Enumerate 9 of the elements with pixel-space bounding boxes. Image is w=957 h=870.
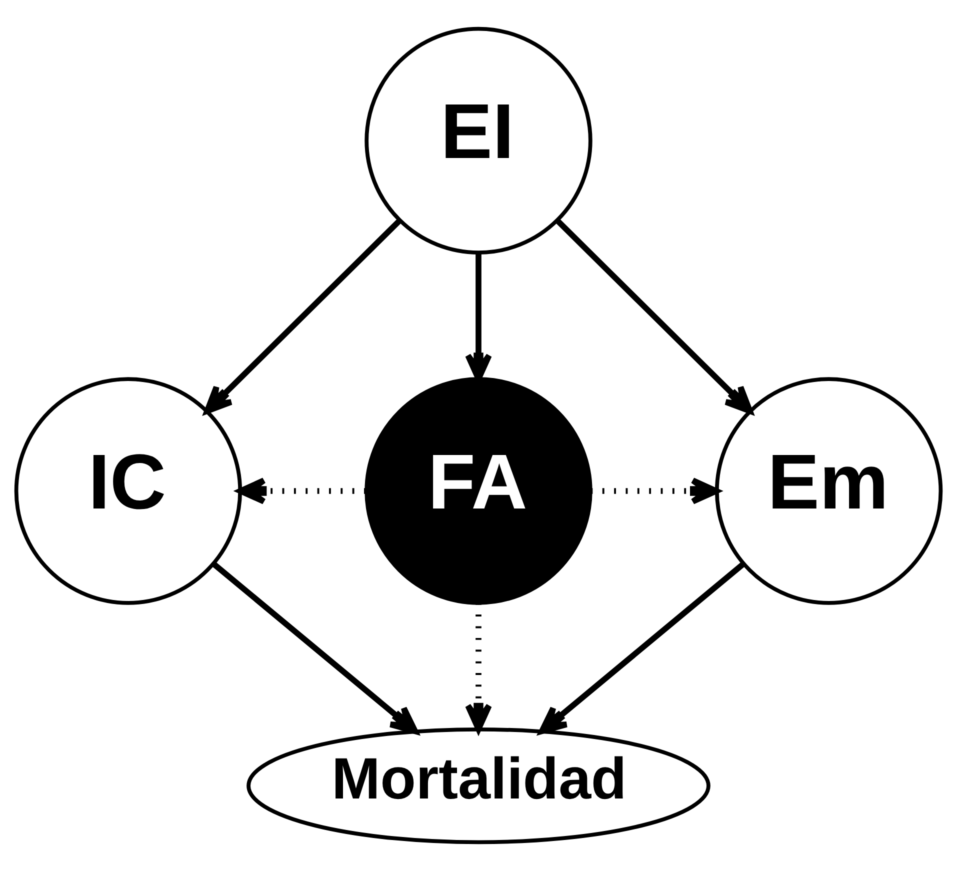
node-circle: Em bbox=[714, 376, 943, 604]
node-circle: IC bbox=[14, 376, 242, 604]
arrow bbox=[204, 218, 402, 414]
arrow bbox=[555, 218, 753, 414]
arrow bbox=[538, 561, 745, 734]
node-circle: EI bbox=[364, 26, 592, 254]
arrow bbox=[212, 561, 418, 734]
node-circle: FA bbox=[364, 376, 592, 604]
node-ellipse: Mortalidad bbox=[246, 726, 710, 844]
